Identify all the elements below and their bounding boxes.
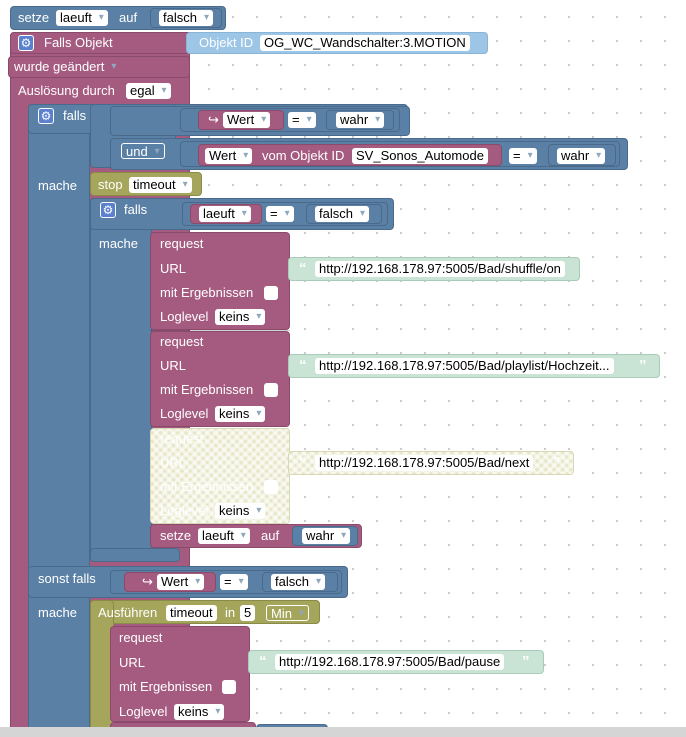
request-label-3: request [160, 431, 204, 446]
value-dropdown-2[interactable]: Wert [205, 148, 253, 164]
else-if-mache-label: mache [38, 605, 78, 620]
gear-icon[interactable]: ⚙ [38, 108, 54, 124]
set-auf-label: auf [119, 10, 138, 25]
results-checkbox-1[interactable] [264, 286, 278, 300]
set-variable-dropdown[interactable]: laeuft [56, 10, 108, 26]
results-label-4: mit Ergebnissen [119, 679, 213, 694]
loglevel-label-3: Loglevel [160, 503, 209, 518]
inner-if-block[interactable] [90, 198, 152, 562]
request-label-1: request [160, 236, 204, 251]
from-object-label: vom Objekt ID [262, 148, 345, 163]
execute-in-label: in [225, 605, 236, 620]
execute-delay-field[interactable]: 5 [240, 605, 256, 621]
and-dropdown[interactable]: und [121, 143, 165, 160]
loglevel-dropdown-4[interactable]: keins [174, 704, 225, 720]
loglevel-label-2: Loglevel [160, 406, 209, 421]
results-checkbox-2[interactable] [264, 383, 278, 397]
quote-open-icon: “ [299, 357, 307, 374]
true-dropdown-2[interactable]: wahr [557, 148, 606, 164]
operator-dropdown-3[interactable]: = [266, 206, 294, 222]
results-checkbox-3[interactable] [264, 480, 278, 494]
block-separator [150, 330, 290, 331]
if-block[interactable] [28, 104, 90, 734]
quote-open-icon: “ [299, 454, 307, 471]
loglevel-dropdown-1[interactable]: keins [215, 309, 266, 325]
url-field-3[interactable]: http://192.168.178.97:5005/Bad/next [315, 455, 534, 471]
loglevel-label-1: Loglevel [160, 309, 209, 324]
execute-timer-field[interactable]: timeout [166, 605, 217, 621]
trigger-dropdown[interactable]: egal [126, 83, 171, 99]
quote-open-icon: “ [299, 260, 307, 277]
trigger-label: Auslösung durch [18, 83, 115, 98]
set-variable-dropdown-2[interactable]: laeuft [198, 528, 250, 544]
quote-close-icon: ” [553, 454, 561, 471]
quote-open-icon: “ [259, 653, 267, 670]
if-falls-label: falls [63, 108, 87, 123]
changed-dropdown[interactable]: wurde geändert [14, 59, 121, 75]
value-dropdown-4[interactable]: Wert [157, 574, 205, 590]
hook-arrow-icon: ↪ [142, 574, 153, 589]
request-label-2: request [160, 334, 204, 349]
request-label-4: request [119, 630, 163, 645]
operator-dropdown-4[interactable]: = [220, 574, 248, 590]
url-field-2[interactable]: http://192.168.178.97:5005/Bad/playlist/… [315, 358, 614, 374]
execute-keyword: Ausführen [98, 605, 158, 620]
url-label-3: URL [160, 455, 187, 470]
object-id-field[interactable]: OG_WC_Wandschalter:3.MOTION [260, 35, 470, 51]
url-field-1[interactable]: http://192.168.178.97:5005/Bad/shuffle/o… [315, 261, 565, 277]
operator-dropdown-2[interactable]: = [509, 148, 537, 164]
horizontal-scrollbar[interactable] [0, 727, 686, 737]
set-auf-label-2: auf [261, 528, 280, 543]
true-dropdown-1[interactable]: wahr [336, 112, 385, 128]
results-checkbox-4[interactable] [222, 680, 236, 694]
set-keyword: setze [18, 10, 50, 25]
quote-close-icon: ” [522, 653, 530, 670]
execute-unit-dropdown[interactable]: Min [266, 605, 309, 622]
quote-close-icon: ” [639, 357, 647, 374]
true-value-dropdown-2[interactable]: wahr [302, 528, 351, 544]
inner-if-mache-label: mache [99, 236, 139, 251]
inner-if-bottom[interactable] [90, 548, 180, 562]
results-label-1: mit Ergebnissen [160, 285, 254, 300]
else-if-label: sonst falls [38, 571, 96, 586]
loglevel-label-4: Loglevel [119, 704, 168, 719]
inner-if-falls-label: falls [124, 202, 148, 217]
loglevel-dropdown-2[interactable]: keins [215, 406, 266, 422]
quote-close-icon: ” [585, 260, 593, 277]
set-keyword-2: setze [160, 528, 192, 543]
url-label-2: URL [160, 358, 187, 373]
gear-icon[interactable]: ⚙ [18, 35, 34, 51]
if-mache-label: mache [38, 178, 78, 193]
url-field-4[interactable]: http://192.168.178.97:5005/Bad/pause [275, 654, 505, 670]
false-dropdown-3[interactable]: falsch [315, 206, 369, 222]
results-label-2: mit Ergebnissen [160, 382, 254, 397]
operator-dropdown-1[interactable]: = [288, 112, 316, 128]
url-label-4: URL [119, 655, 146, 670]
stop-keyword: stop [98, 177, 123, 192]
trigger-title: Falls Objekt [44, 35, 113, 50]
false-value-dropdown[interactable]: falsch [159, 10, 213, 26]
false-dropdown-4[interactable]: falsch [271, 574, 325, 590]
value-dropdown-1[interactable]: Wert [223, 112, 271, 128]
loglevel-dropdown-3[interactable]: keins [215, 503, 266, 519]
variable-dropdown-laeuft[interactable]: laeuft [199, 206, 251, 222]
stop-timer-dropdown[interactable]: timeout [129, 177, 192, 193]
url-label-1: URL [160, 261, 187, 276]
hook-arrow-icon: ↪ [208, 112, 219, 127]
gear-icon[interactable]: ⚙ [100, 202, 116, 218]
object-id-field-2[interactable]: SV_Sonos_Automode [352, 148, 488, 164]
results-label-3: mit Ergebnissen [160, 479, 254, 494]
object-id-label: Objekt ID [199, 35, 254, 50]
